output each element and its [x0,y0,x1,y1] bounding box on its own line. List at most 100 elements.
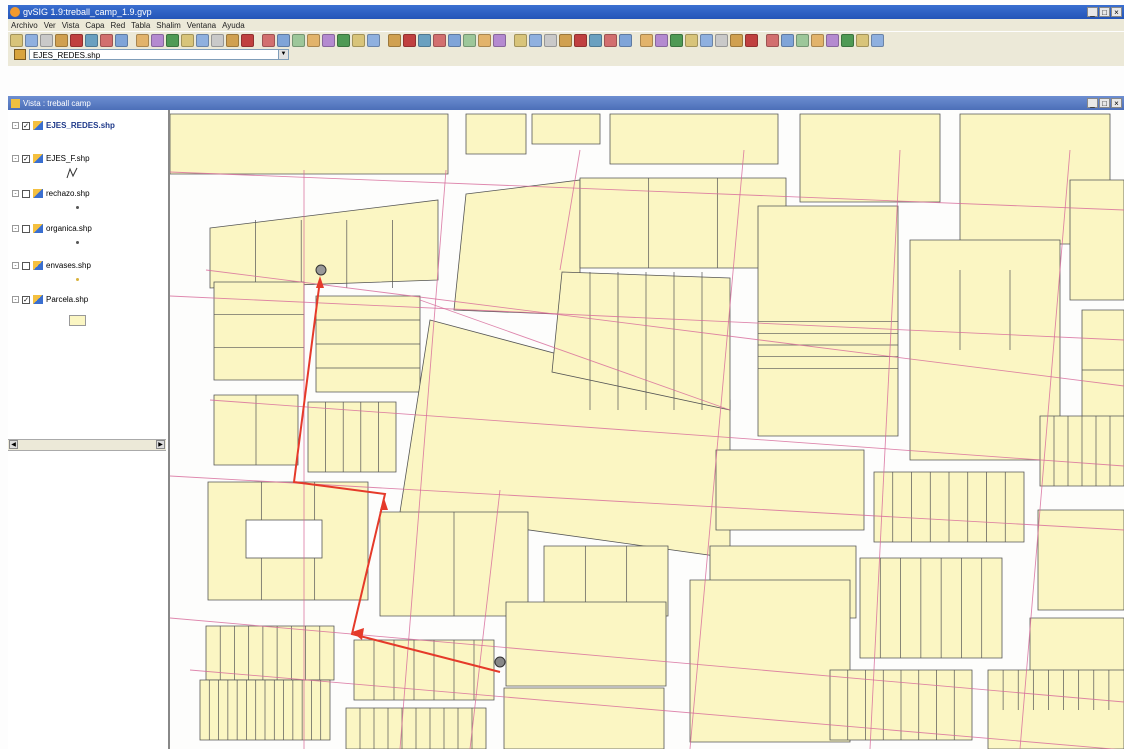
toc-layer-envases[interactable]: - envases.shp [12,261,91,270]
toolbar-tool-icon[interactable] [730,34,743,47]
layer-visibility-checkbox[interactable] [22,189,30,198]
expand-icon[interactable]: - [12,225,19,232]
map-canvas[interactable] [170,110,1124,749]
toolbar-tool-icon[interactable] [796,34,809,47]
view-minimize-button[interactable]: _ [1087,98,1098,108]
toolbar-tool-icon[interactable] [55,34,68,47]
expand-icon[interactable]: - [12,155,19,162]
toolbar-tool-icon[interactable] [604,34,617,47]
toc-layer-organica[interactable]: - organica.shp [12,224,92,233]
toolbar-tool-icon[interactable] [196,34,209,47]
toolbar-tool-icon[interactable] [262,34,275,47]
close-button[interactable]: × [1111,7,1122,17]
toc-layer-ejes-redes[interactable]: - ✓ EJES_REDES.shp [12,121,115,130]
toc-layer-parcela[interactable]: - ✓ Parcela.shp [12,295,88,304]
layer-visibility-checkbox[interactable]: ✓ [22,295,30,304]
menu-red[interactable]: Red [110,20,126,30]
toolbar-tool-icon[interactable] [811,34,824,47]
toolbar-tool-icon[interactable] [589,34,602,47]
toolbar-tool-icon[interactable] [745,34,758,47]
menu-ayuda[interactable]: Ayuda [222,20,245,30]
toolbar-tool-icon[interactable] [322,34,335,47]
toolbar-tool-icon[interactable] [856,34,869,47]
scroll-right-icon[interactable]: ▶ [156,440,165,449]
toolbar-tool-icon[interactable] [70,34,83,47]
toolbar-tool-icon[interactable] [241,34,254,47]
layer-visibility-checkbox[interactable]: ✓ [22,121,30,130]
view-maximize-button[interactable]: □ [1099,98,1110,108]
layer-visibility-checkbox[interactable]: ✓ [22,154,30,163]
expand-icon[interactable]: - [12,122,19,129]
toolbar-tool-icon[interactable] [841,34,854,47]
view-close-button[interactable]: × [1111,98,1122,108]
menu-vista[interactable]: Vista [61,20,80,30]
toolbar-tool-icon[interactable] [640,34,653,47]
toolbar-tool-icon[interactable] [529,34,542,47]
scroll-left-icon[interactable]: ◀ [9,440,18,449]
toolbar-tool-icon[interactable] [514,34,527,47]
menu-ver[interactable]: Ver [43,20,56,30]
toolbar-tool-icon[interactable] [151,34,164,47]
toolbar-tool-icon[interactable] [760,34,764,47]
toolbar-tool-icon[interactable] [226,34,239,47]
toolbar-tool-icon[interactable] [700,34,713,47]
toolbar-tool-icon[interactable] [25,34,38,47]
toolbar-tool-icon[interactable] [634,34,638,47]
toolbar-tool-icon[interactable] [382,34,386,47]
toolbar-tool-icon[interactable] [115,34,128,47]
toolbar-tool-icon[interactable] [136,34,149,47]
toolbar-tool-icon[interactable] [871,34,884,47]
menu-capa[interactable]: Capa [85,20,105,30]
toc-layer-rechazo[interactable]: - rechazo.shp [12,189,90,198]
toolbar-tool-icon[interactable] [508,34,512,47]
toolbar-tool-icon[interactable] [403,34,416,47]
expand-icon[interactable]: - [12,262,19,269]
toolbar-tool-icon[interactable] [478,34,491,47]
layer-visibility-checkbox[interactable] [22,261,30,270]
active-layer-combo[interactable]: EJES_REDES.shp ▼ [29,49,289,60]
toolbar-tool-icon[interactable] [685,34,698,47]
toolbar-tool-icon[interactable] [418,34,431,47]
toolbar-tool-icon[interactable] [181,34,194,47]
menu-archivo[interactable]: Archivo [11,20,38,30]
maximize-button[interactable]: □ [1099,7,1110,17]
toolbar-tool-icon[interactable] [781,34,794,47]
menu-tabla[interactable]: Tabla [131,20,151,30]
toolbar-tool-icon[interactable] [715,34,728,47]
toolbar-tool-icon[interactable] [367,34,380,47]
toolbar-tool-icon[interactable] [130,34,134,47]
menu-shalim[interactable]: Shalim [156,20,181,30]
toc-layer-ejes-f[interactable]: - ✓ EJES_F.shp [12,154,90,163]
toolbar-tool-icon[interactable] [352,34,365,47]
toolbar-tool-icon[interactable] [670,34,683,47]
toolbar-tool-icon[interactable] [388,34,401,47]
toolbar-tool-icon[interactable] [85,34,98,47]
toolbar-tool-icon[interactable] [619,34,632,47]
toolbar-tool-icon[interactable] [256,34,260,47]
toolbar-tool-icon[interactable] [463,34,476,47]
toolbar-tool-icon[interactable] [655,34,668,47]
toolbar-tool-icon[interactable] [574,34,587,47]
toolbar-tool-icon[interactable] [307,34,320,47]
toolbar-tool-icon[interactable] [100,34,113,47]
menu-ventana[interactable]: Ventana [186,20,217,30]
toolbar-tool-icon[interactable] [544,34,557,47]
toolbar-tool-icon[interactable] [211,34,224,47]
toolbar-tool-icon[interactable] [40,34,53,47]
toolbar-tool-icon[interactable] [337,34,350,47]
toolbar-tool-icon[interactable] [292,34,305,47]
toc-horizontal-scrollbar[interactable]: ◀ ▶ [8,439,166,451]
toolbar-tool-icon[interactable] [448,34,461,47]
layer-visibility-checkbox[interactable] [22,224,30,233]
toolbar-tool-icon[interactable] [277,34,290,47]
toolbar-tool-icon[interactable] [766,34,779,47]
toolbar-tool-icon[interactable] [433,34,446,47]
toolbar-tool-icon[interactable] [166,34,179,47]
chevron-down-icon[interactable]: ▼ [278,50,288,59]
minimize-button[interactable]: _ [1087,7,1098,17]
toolbar-tool-icon[interactable] [10,34,23,47]
expand-icon[interactable]: - [12,296,19,303]
toolbar-tool-icon[interactable] [559,34,572,47]
toolbar-tool-icon[interactable] [826,34,839,47]
toolbar-tool-icon[interactable] [493,34,506,47]
